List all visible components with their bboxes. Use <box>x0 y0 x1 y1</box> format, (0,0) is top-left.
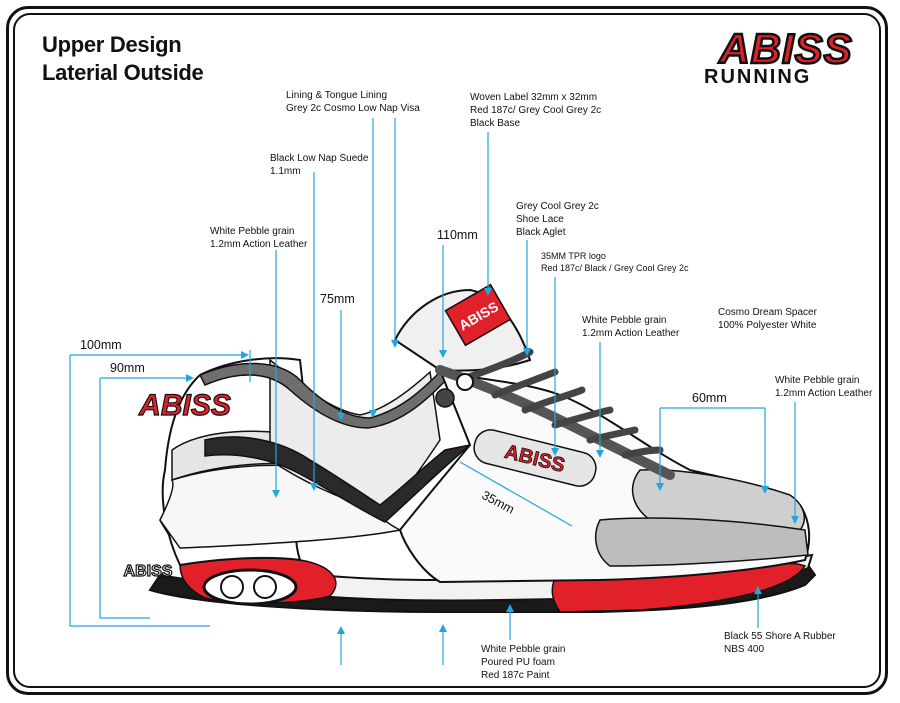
callout-spacer: Cosmo Dream Spacer 100% Polyester White <box>718 306 817 332</box>
callout-pebble-heel-line1: White Pebble grain <box>210 226 295 237</box>
arrow-100 <box>241 351 249 359</box>
callout-foam-line1: White Pebble grain <box>481 644 566 655</box>
callout-tpr-line1: 35MM TPR logo <box>541 251 606 261</box>
callout-woven: Woven Label 32mm x 32mm Red 187c/ Grey C… <box>470 91 601 130</box>
brand-logo-text: ABISS <box>718 25 852 72</box>
callout-foam-line3: Red 187c Paint <box>481 670 550 681</box>
callout-tpr: 35MM TPR logo Red 187c/ Black / Grey Coo… <box>541 250 689 274</box>
callout-suede: Black Low Nap Suede 1.1mm <box>270 152 368 178</box>
dim-90-bracket <box>99 378 150 619</box>
callout-lace: Grey Cool Grey 2c Shoe Lace Black Aglet <box>516 200 599 239</box>
arrow-lining <box>369 410 377 418</box>
callout-lace-line2: Shoe Lace <box>516 214 564 225</box>
callout-pebble-mid: White Pebble grain 1.2mm Action Leather <box>582 314 679 340</box>
callout-tpr-line2: Red 187c/ Black / Grey Cool Grey 2c <box>541 263 689 273</box>
callout-rubber-line2: NBS 400 <box>724 644 765 655</box>
lace-6 <box>621 446 664 459</box>
arrow-75-lower <box>337 626 345 634</box>
air-bubble-right <box>253 575 277 599</box>
forefoot-grey-panel <box>594 517 809 567</box>
inner-frame <box>13 13 881 688</box>
callout-lace-line3: Black Aglet <box>516 227 566 238</box>
callout-rubber: Black 55 Shore A Rubber NBS 400 <box>724 630 836 656</box>
lace-4 <box>551 406 614 429</box>
callout-lining-line1: Lining & Tongue Lining <box>286 90 388 101</box>
arrow-90 <box>186 374 194 382</box>
callout-suede-line1: Black Low Nap Suede <box>270 153 369 164</box>
dim-label-110: 110mm <box>437 228 478 242</box>
heel-logo-text: ABISS <box>138 389 231 422</box>
callout-spacer-line1: Cosmo Dream Spacer <box>718 307 817 318</box>
woven-label: ABISS <box>444 283 512 347</box>
arrow-pebble-mid <box>596 450 604 458</box>
arrow-pebble-toe <box>791 516 799 524</box>
callout-pebble-mid-line1: White Pebble grain <box>582 315 667 326</box>
lace-3 <box>521 386 586 414</box>
side-tpr-logo: ABISS <box>473 429 597 487</box>
dimension-lines <box>69 118 796 665</box>
lace-5 <box>586 426 639 444</box>
brand-tagline: RUNNING <box>704 66 812 88</box>
callout-lining-line2: Grey 2c Cosmo Low Nap Visa <box>286 103 420 114</box>
heel-window <box>202 568 298 606</box>
arrow-suede <box>310 483 318 491</box>
callout-pebble-toe: White Pebble grain 1.2mm Action Leather <box>775 374 872 400</box>
arrow-woven <box>484 288 492 296</box>
title-line-1: Upper Design <box>42 32 182 57</box>
heel-small-logo-text: ABISS <box>124 563 173 580</box>
eyelet-top <box>435 388 455 408</box>
arrow-tpr <box>551 448 559 456</box>
callout-pebble-heel-line2: 1.2mm Action Leather <box>210 239 308 250</box>
callout-lining: Lining & Tongue Lining Grey 2c Cosmo Low… <box>286 89 420 115</box>
callout-woven-line1: Woven Label 32mm x 32mm <box>470 92 598 103</box>
dim-35-line <box>459 461 573 527</box>
callout-foam: White Pebble grain Poured PU foam Red 18… <box>481 643 566 682</box>
callout-pebble-toe-line1: White Pebble grain <box>775 375 860 386</box>
arrow-110 <box>439 350 447 358</box>
dim-label-60: 60mm <box>692 391 727 405</box>
callout-pebble-toe-line2: 1.2mm Action Leather <box>775 388 873 399</box>
arrow-lace <box>523 348 531 356</box>
arrow-75 <box>337 413 345 421</box>
outer-frame <box>6 6 888 695</box>
lace-2 <box>491 368 559 399</box>
brand-logo: ABISS <box>717 24 853 74</box>
callout-lace-line1: Grey Cool Grey 2c <box>516 201 599 212</box>
air-bubble-left <box>220 575 244 599</box>
arrow-60-left <box>656 483 664 491</box>
callout-rubber-line1: Black 55 Shore A Rubber <box>724 631 836 642</box>
arrow-pebble-heel <box>272 490 280 498</box>
arrow-60-right <box>761 486 769 494</box>
callout-foam-line2: Poured PU foam <box>481 657 555 668</box>
arrow-110-lower <box>439 624 447 632</box>
eyelet-hook <box>456 373 474 391</box>
callout-pebble-heel: White Pebble grain 1.2mm Action Leather <box>210 225 307 251</box>
arrowheads <box>186 288 799 634</box>
dim-label-75: 75mm <box>320 292 355 306</box>
dim-label-100: 100mm <box>80 338 122 352</box>
arrow-foam <box>506 604 514 612</box>
dim-100-bracket <box>69 355 210 627</box>
callout-woven-line2: Red 187c/ Grey Cool Grey 2c <box>470 105 602 116</box>
callout-woven-line3: Black Base <box>470 118 521 129</box>
dim-label-90: 90mm <box>110 361 145 375</box>
callout-pebble-mid-line2: 1.2mm Action Leather <box>582 328 680 339</box>
callout-spacer-line2: 100% Polyester White <box>718 320 817 331</box>
title-line-2: Laterial Outside <box>42 60 204 85</box>
arrow-rubber <box>754 586 762 594</box>
callout-suede-line2: 1.1mm <box>270 166 301 177</box>
arrow-lining-2 <box>391 340 399 348</box>
